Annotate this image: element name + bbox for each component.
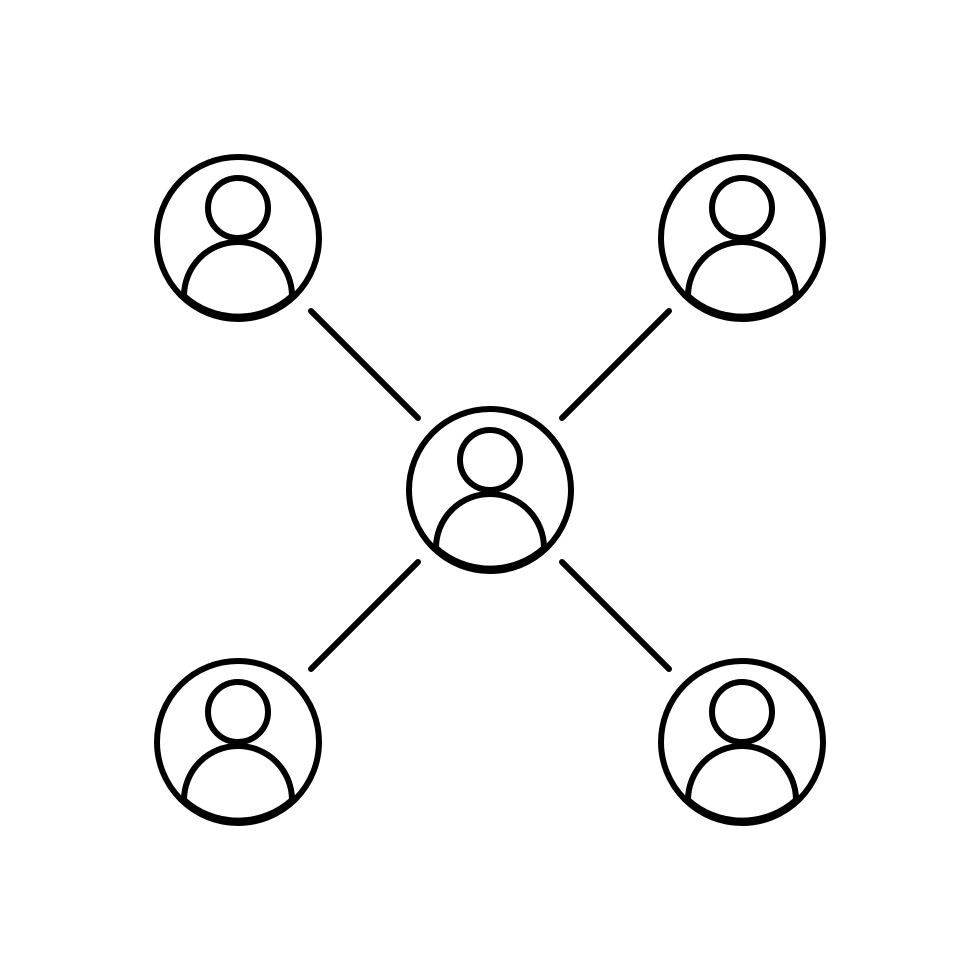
connector-center-top-left <box>308 308 421 421</box>
avatar-shoulders <box>685 239 799 320</box>
avatar-shoulders <box>181 239 295 320</box>
user-node-bottom-right <box>658 658 826 826</box>
avatar-head <box>709 175 775 241</box>
connector-center-bottom-right <box>559 559 672 672</box>
user-avatar-icon <box>154 658 322 826</box>
user-node-top-right <box>658 154 826 322</box>
avatar-head <box>205 679 271 745</box>
user-node-top-left <box>154 154 322 322</box>
avatar-head <box>205 175 271 241</box>
user-avatar-icon <box>406 406 574 574</box>
avatar-shoulders <box>685 743 799 824</box>
connector-center-bottom-left <box>308 559 421 672</box>
avatar-head <box>709 679 775 745</box>
avatar-shoulders <box>181 743 295 824</box>
user-node-center <box>406 406 574 574</box>
user-avatar-icon <box>154 154 322 322</box>
connector-center-top-right <box>559 308 672 421</box>
user-node-bottom-left <box>154 658 322 826</box>
avatar-shoulders <box>433 491 547 572</box>
user-avatar-icon <box>658 154 826 322</box>
user-avatar-icon <box>658 658 826 826</box>
avatar-head <box>457 427 523 493</box>
